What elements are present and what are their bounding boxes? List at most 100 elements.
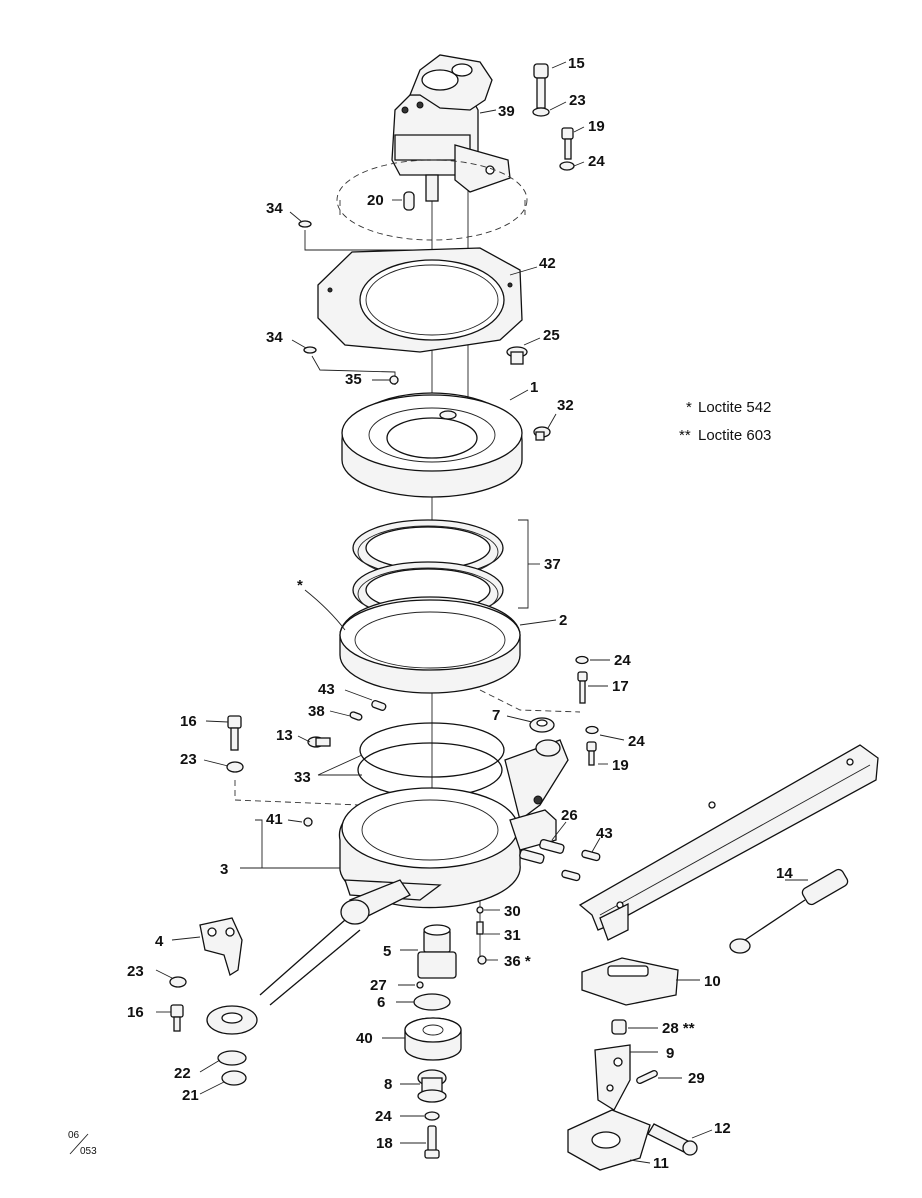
callout-4: 4: [155, 933, 164, 950]
callout-42: 42: [539, 255, 556, 272]
callout-23-b: 23: [180, 751, 197, 768]
callout-20: 20: [367, 192, 384, 209]
dash-ref-b: [234, 780, 361, 806]
callout-23-a: 23: [569, 92, 586, 109]
washer-24-c: [585, 725, 599, 735]
callout-16-a: 16: [180, 713, 197, 730]
callout-25: 25: [543, 327, 560, 344]
ball-35: [389, 375, 399, 385]
callout-19-a: 19: [588, 118, 605, 135]
callout-33: 33: [294, 769, 311, 786]
callout-24-c: 24: [628, 733, 645, 750]
callout-11: 11: [653, 1155, 669, 1172]
note-1-mark: *: [686, 399, 692, 416]
callout-43-b: 43: [596, 825, 613, 842]
drawing-reference: 06 053: [68, 1130, 97, 1157]
callout-34-a: 34: [266, 200, 283, 217]
bracket-9: [594, 1044, 631, 1111]
nut-21: [221, 1070, 247, 1086]
hydraulic-motor: [391, 54, 511, 202]
callout-labels: 15 23 19 24 39 20 34 42 34 25 35 1 32 37…: [127, 55, 793, 1172]
washer-23-c: [169, 976, 187, 988]
washer-24-d: [424, 1111, 440, 1121]
damper-8: [417, 1069, 447, 1103]
plug-13: [307, 736, 331, 748]
motor-flange-outline: [336, 159, 528, 241]
hub-40: [404, 1017, 462, 1061]
callout-19-b: 19: [612, 757, 629, 774]
washer-24-b: [575, 655, 589, 665]
pin-12: [647, 1123, 698, 1156]
callout-17: 17: [612, 678, 629, 695]
callout-2: 2: [559, 612, 567, 629]
leader-lines: [155, 61, 808, 1164]
callout-3: 3: [220, 861, 228, 878]
seal-34-top-path: [304, 230, 440, 251]
drawing-ref-top: 06: [68, 1130, 80, 1141]
callout-30: 30: [504, 903, 521, 920]
seal-34-top: [298, 220, 312, 228]
housing-ring: [341, 392, 523, 498]
plug-25: [506, 346, 528, 365]
callout-14: 14: [776, 865, 793, 882]
pin-29: [636, 1069, 658, 1085]
callout-23-c: 23: [127, 963, 144, 980]
callout-24-b: 24: [614, 652, 631, 669]
rotator-base: [338, 739, 569, 909]
base-plate-11: [567, 1109, 651, 1171]
loctite-notes: * Loctite 542 ** Loctite 603: [679, 399, 771, 444]
bracket-4: [199, 917, 243, 977]
callout-12: 12: [714, 1120, 731, 1137]
callout-27: 27: [370, 977, 387, 994]
washer-6: [413, 993, 451, 1011]
pin-38: [349, 711, 363, 721]
bearing-ring-2: [339, 596, 521, 694]
callout-34-b: 34: [266, 329, 283, 346]
screw-28: [611, 1019, 627, 1035]
cylinder-arm: [206, 879, 411, 1035]
callout-star: *: [297, 577, 303, 594]
key-20: [403, 191, 415, 211]
bolt-16-a: [226, 715, 244, 773]
pin-43-a: [371, 699, 387, 711]
callout-39: 39: [498, 103, 515, 120]
ball-30: [476, 906, 484, 914]
bolt-19-lower: [586, 741, 597, 766]
guide-bar: [578, 744, 879, 941]
bolt-19-top: [559, 127, 575, 171]
callout-6: 6: [377, 994, 385, 1011]
callout-43-a: 43: [318, 681, 335, 698]
ball-27: [416, 981, 424, 989]
callout-41: 41: [266, 811, 283, 828]
callout-32: 32: [557, 397, 574, 414]
bushing-7: [529, 717, 555, 733]
callout-15: 15: [568, 55, 585, 72]
callout-13: 13: [276, 727, 293, 744]
callout-1: 1: [530, 379, 538, 396]
callout-10: 10: [704, 973, 721, 990]
callout-38: 38: [308, 703, 325, 720]
callout-24-a: 24: [588, 153, 605, 170]
bearing-37: [352, 519, 529, 621]
shaft-5: [417, 924, 457, 979]
pins-26: [519, 839, 565, 864]
callout-18: 18: [376, 1135, 393, 1152]
callout-16-b: 16: [127, 1004, 144, 1021]
note-2-mark: **: [679, 427, 691, 444]
spring-31: [476, 921, 484, 935]
note-1-text: Loctite 542: [698, 399, 771, 416]
callout-21: 21: [182, 1087, 199, 1104]
callout-40: 40: [356, 1030, 373, 1047]
callout-8: 8: [384, 1076, 392, 1093]
bar-tool-14: [729, 868, 849, 954]
bolt-16-b: [170, 1004, 184, 1032]
seals-33: [357, 722, 505, 798]
callout-9: 9: [666, 1045, 674, 1062]
bolt-17: [577, 671, 588, 704]
note-2-text: Loctite 603: [698, 427, 771, 444]
bolt-18: [424, 1125, 440, 1159]
callout-37: 37: [544, 556, 561, 573]
plug-32: [533, 426, 551, 441]
pins-43-b: [561, 849, 601, 882]
screw-36: [477, 955, 487, 965]
